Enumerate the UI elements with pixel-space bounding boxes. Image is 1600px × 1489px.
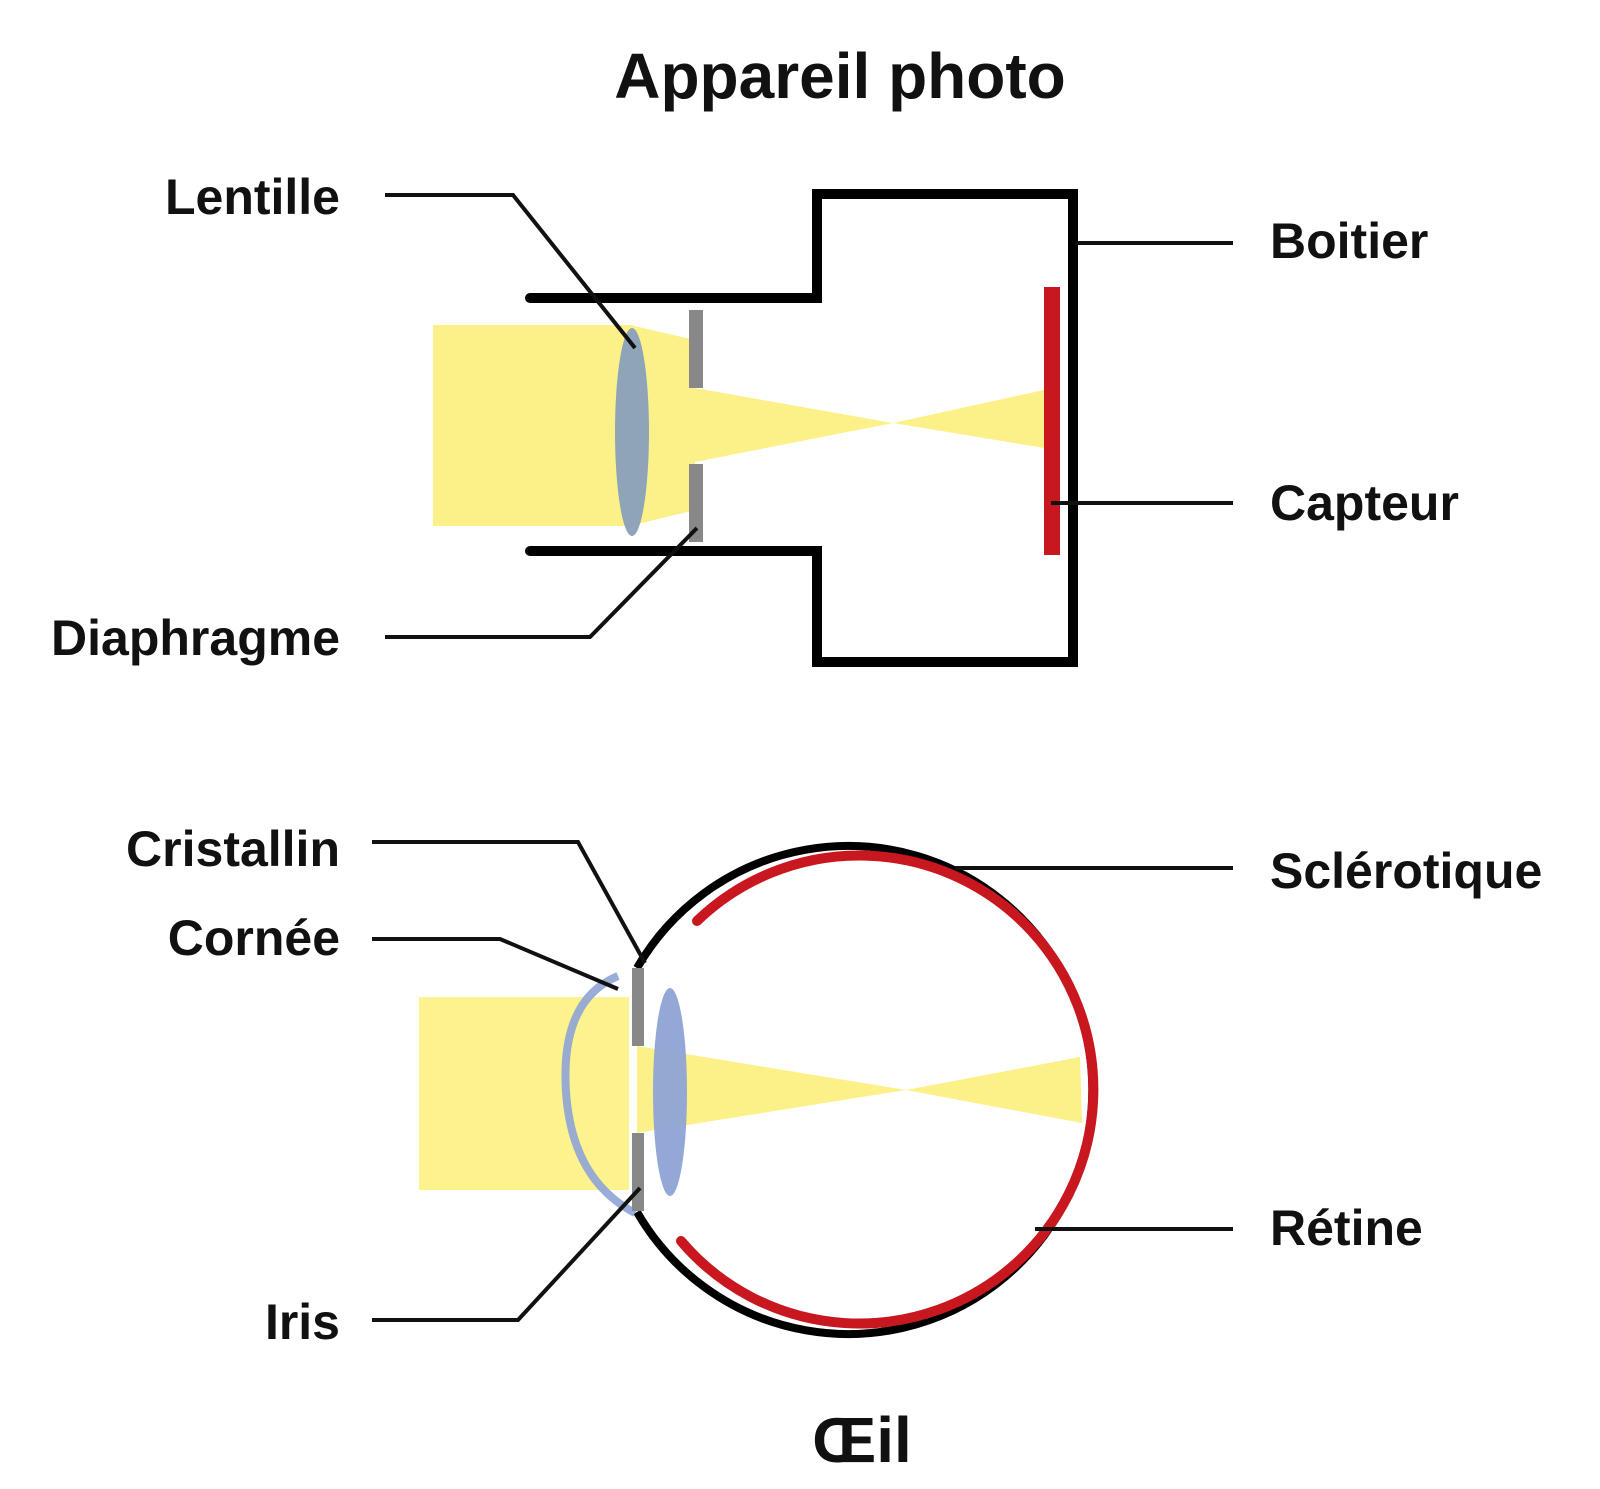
camera-sensor [1044,287,1060,555]
label-housing: Boitier [1270,213,1428,269]
camera-title: Appareil photo [614,40,1066,112]
label-crystalline-lens: Cristallin [126,821,340,877]
camera-diaphragm-top [689,310,703,388]
label-sclera: Sclérotique [1270,843,1542,899]
leader-line-crystalline-lens [372,840,647,964]
camera-diaphragm-bottom [689,464,703,542]
eye-crystalline-lens [653,988,687,1196]
eye-iris-top [632,968,644,1046]
eye-diagram: Cristallin Cornée Iris Sclérotique Rétin… [126,821,1542,1476]
eye-cornea [561,972,637,1217]
leader-line-diaphragm [385,526,699,639]
label-lens: Lentille [165,169,340,225]
camera-light-cone-converging [695,388,893,462]
eye-title: Œil [812,1404,912,1476]
label-retina: Rétine [1270,1200,1423,1256]
eye-light-cone-diverging [906,1057,1082,1123]
label-sensor: Capteur [1270,475,1459,531]
eye-iris-bottom [632,1133,644,1211]
eye-light-cone-converging [637,1046,906,1133]
label-iris: Iris [265,1294,340,1350]
label-cornea: Cornée [168,910,340,966]
camera-light-cone-diverging [893,390,1044,448]
eye-retina [676,850,1099,1329]
camera-housing [525,189,1078,667]
eye-light-beam-incoming [419,997,629,1190]
camera-lens [615,328,649,536]
leader-line-iris [372,1186,642,1322]
camera-diagram: Appareil photo Lentille Diaphragme Boiti… [51,40,1459,667]
camera-light-beam-incoming [433,325,633,526]
leader-line-cornea [372,937,619,991]
label-diaphragm: Diaphragme [51,610,340,666]
leader-line-lens [385,193,637,350]
